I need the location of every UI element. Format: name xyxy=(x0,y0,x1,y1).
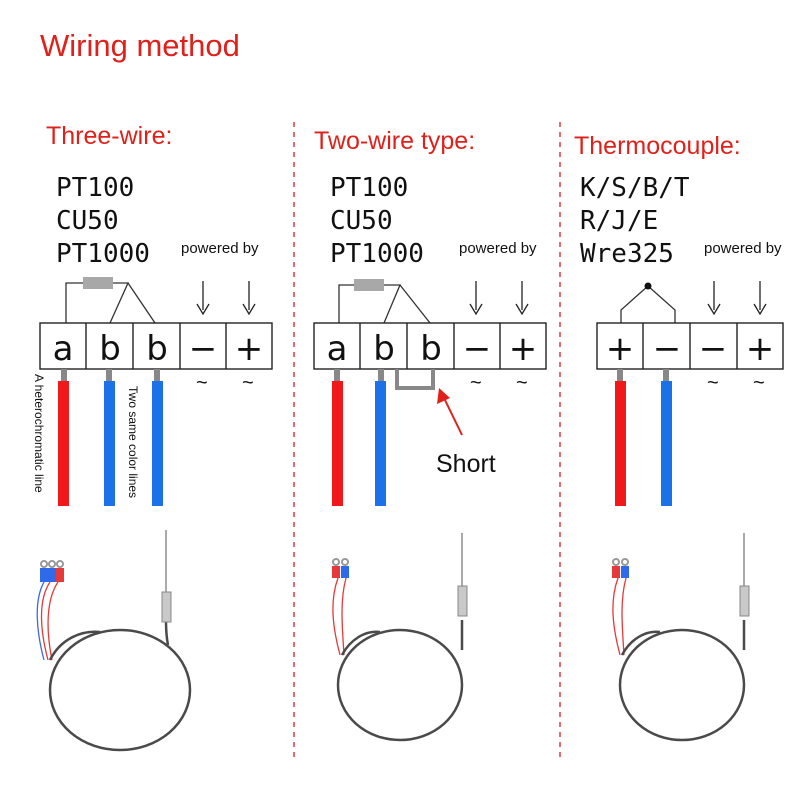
three-wire-heading: Three-wire: xyxy=(46,122,173,150)
short-jumper xyxy=(395,369,435,390)
resistor-symbol xyxy=(354,279,384,291)
wire-stub xyxy=(61,369,67,381)
resistor-lead xyxy=(127,282,156,324)
ac-tilde: ~ xyxy=(470,372,482,394)
terminal-label: a xyxy=(53,329,74,369)
wire-stub xyxy=(378,369,384,381)
resistor-lead xyxy=(338,284,354,323)
ac-tilde: ~ xyxy=(516,372,528,394)
terminal-label: a xyxy=(327,329,348,369)
blue-wire xyxy=(375,381,386,506)
powered-by-label: powered by xyxy=(181,240,259,257)
resistor-lead xyxy=(109,282,130,324)
red-wire xyxy=(615,381,626,506)
red-wire xyxy=(332,381,343,506)
sensor-type: CU50 xyxy=(56,206,119,236)
sensor-probe-illustration xyxy=(332,533,468,742)
short-arrow-head xyxy=(437,388,450,404)
short-label: Short xyxy=(436,450,496,478)
terminal-label: − xyxy=(699,329,728,369)
sensor-type: PT100 xyxy=(56,173,135,203)
wire-stub xyxy=(106,369,112,381)
junction-lead xyxy=(620,285,676,323)
arrow-head xyxy=(707,303,721,316)
sensor-type: Wre325 xyxy=(580,239,674,269)
ac-tilde: ~ xyxy=(707,372,719,394)
sensor-type: PT1000 xyxy=(56,239,150,269)
resistor-lead xyxy=(399,284,431,324)
terminal-label: b xyxy=(373,329,395,369)
arrow-head xyxy=(515,303,529,316)
sensor-probe-illustration xyxy=(612,533,750,742)
wire-stub xyxy=(154,369,160,381)
terminal-label: b xyxy=(420,329,442,369)
same-color-lines-annotation: Two same color lines xyxy=(126,386,140,499)
sensor-type: PT100 xyxy=(330,173,409,203)
thermocouple-sensor-list: K/S/B/T R/J/E Wre325 xyxy=(580,172,690,271)
thermocouple-heading: Thermocouple: xyxy=(574,132,741,160)
terminal-block xyxy=(313,322,547,370)
ac-tilde: ~ xyxy=(753,372,765,394)
terminal-label: + xyxy=(235,329,264,369)
powered-by-label: powered by xyxy=(459,240,537,257)
sensor-type: PT1000 xyxy=(330,239,424,269)
ac-tilde: ~ xyxy=(242,372,254,394)
wire-stub xyxy=(663,369,669,381)
terminal-label: + xyxy=(746,329,775,369)
thermocouple-diagram xyxy=(596,281,784,742)
two-wire-heading: Two-wire type: xyxy=(314,127,476,155)
blue-wire xyxy=(152,381,163,506)
terminal-label: b xyxy=(99,329,121,369)
three-wire-sensor-list: PT100 CU50 PT1000 xyxy=(56,172,150,271)
two-wire-diagram xyxy=(313,279,547,742)
wire-stub xyxy=(617,369,623,381)
sensor-type: R/J/E xyxy=(580,206,659,236)
blue-wire xyxy=(104,381,115,506)
arrow-head xyxy=(469,303,483,316)
two-wire-sensor-list: PT100 CU50 PT1000 xyxy=(330,172,424,271)
resistor-lead xyxy=(383,284,401,324)
page-title: Wiring method xyxy=(40,28,240,63)
heterochromatic-line-annotation: A heterochromatic line xyxy=(32,374,46,493)
blue-wire xyxy=(661,381,672,506)
terminal-label: − xyxy=(189,329,218,369)
powered-by-label: powered by xyxy=(704,240,782,257)
terminal-label: + xyxy=(606,329,635,369)
junction-dot xyxy=(644,282,652,290)
terminal-label: − xyxy=(653,329,682,369)
three-wire-diagram xyxy=(36,277,273,752)
arrow-head xyxy=(753,303,767,316)
resistor-lead xyxy=(65,282,83,323)
sensor-type: CU50 xyxy=(330,206,393,236)
wire-stub xyxy=(334,369,340,381)
terminal-label: − xyxy=(463,329,492,369)
arrow-head xyxy=(196,303,210,316)
arrow-head xyxy=(242,303,256,316)
sensor-probe-illustration xyxy=(36,530,192,752)
short-arrow xyxy=(443,397,463,436)
terminal-label: b xyxy=(146,329,168,369)
resistor-symbol xyxy=(83,277,113,289)
sensor-type: K/S/B/T xyxy=(580,173,690,203)
red-wire xyxy=(58,381,69,506)
ac-tilde: ~ xyxy=(196,372,208,394)
terminal-label: + xyxy=(509,329,538,369)
